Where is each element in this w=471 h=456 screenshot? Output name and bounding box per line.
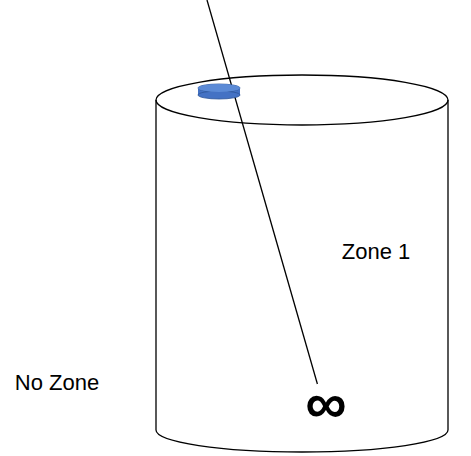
- zone-label: Zone 1: [342, 241, 411, 263]
- blue-nozzle: [198, 84, 240, 99]
- cylinder-outline: [155, 73, 449, 454]
- outside-label: No Zone: [15, 372, 99, 394]
- mixer-shaft: [207, 0, 317, 384]
- tank-cylinder: Zone 1: [155, 73, 449, 454]
- agitator-symbol: ∞: [305, 374, 346, 432]
